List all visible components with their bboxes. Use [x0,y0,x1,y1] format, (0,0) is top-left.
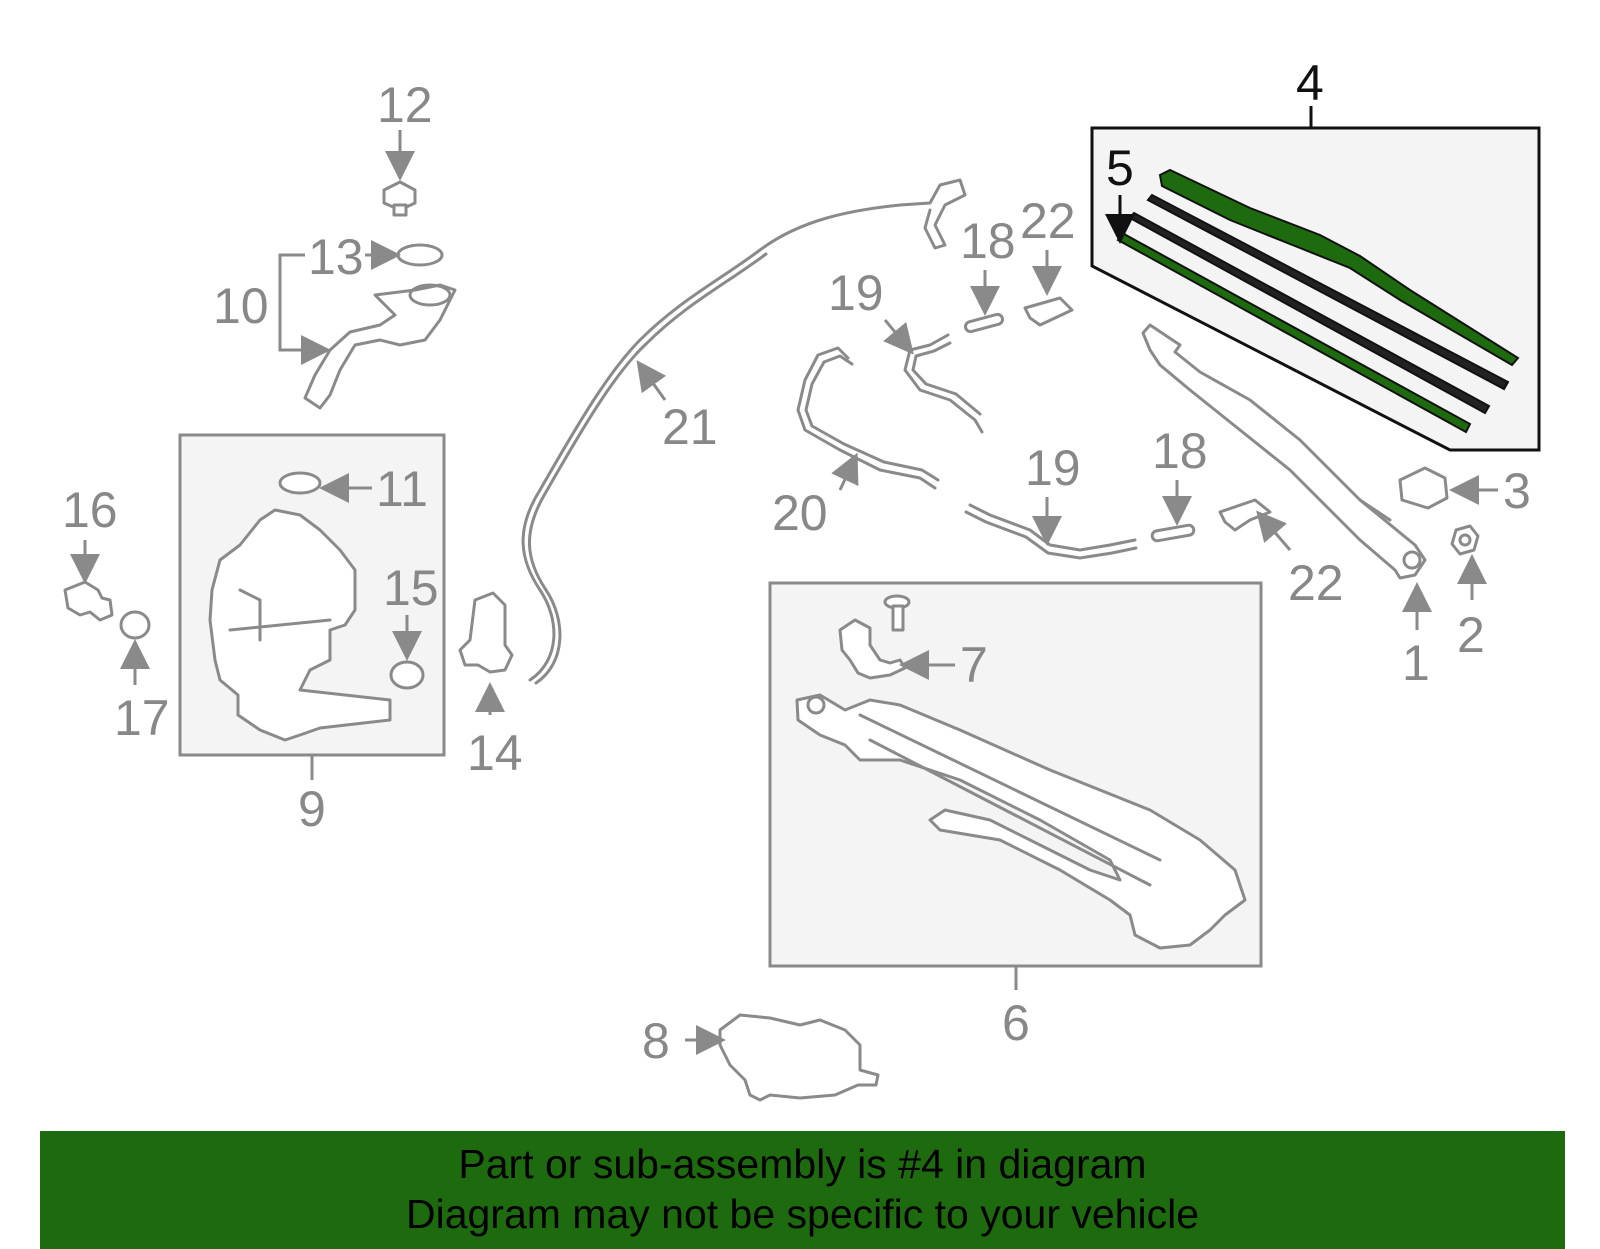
joint-18b[interactable] [1150,523,1196,543]
grommet-15[interactable] [389,660,425,690]
washer-reservoir[interactable] [208,508,392,742]
callout-4: 4 [1296,55,1324,111]
callout-7: 7 [960,637,988,693]
callout-5: 5 [1106,140,1134,196]
callout-6: 6 [1002,995,1030,1051]
callout-16: 16 [62,482,118,538]
banner-line-2: Diagram may not be specific to your vehi… [405,1191,1199,1237]
callout-10: 10 [213,278,269,334]
arm-cap[interactable] [1398,466,1449,510]
callout-1: 1 [1402,635,1430,691]
clip-22b[interactable] [1218,498,1272,532]
blade-rubber-a [1146,193,1510,391]
callout-19-upper: 19 [828,265,884,321]
callout-14: 14 [467,725,523,781]
callout-12: 12 [377,77,433,133]
callout-17: 17 [114,690,170,746]
callout-22-upper: 22 [1020,193,1076,249]
callout-18-lower: 18 [1152,423,1208,479]
wiper-blade-group[interactable] [1090,106,1541,452]
washer-hose-19b[interactable] [968,503,1137,552]
callout-22-lower: 22 [1288,555,1344,611]
washer-hose-main[interactable] [521,178,967,682]
washer-hose-20[interactable] [796,346,937,490]
filler-seal[interactable] [396,243,444,267]
wiper-arm[interactable] [1141,323,1427,580]
callout-18-upper: 18 [960,213,1016,269]
callout-21: 21 [662,399,718,455]
parts-diagram: 1 2 3 4 5 6 7 8 9 10 11 12 13 14 15 16 1… [62,55,1541,1102]
wiper-blade[interactable] [1158,168,1520,367]
callout-13: 13 [308,229,364,285]
callout-3: 3 [1503,463,1531,519]
arm-nut[interactable] [1450,524,1480,556]
callout-labels: 1 2 3 4 5 6 7 8 9 10 11 12 13 14 15 16 1… [62,55,1531,1069]
callout-2: 2 [1457,607,1485,663]
wiper-motor[interactable] [718,1013,880,1102]
washer-pump[interactable] [458,591,514,674]
clip-22a[interactable] [1023,296,1074,327]
sensor-16[interactable] [63,580,114,622]
callout-15: 15 [383,560,439,616]
washer-hose-19a[interactable] [903,333,984,434]
callout-11: 11 [376,461,428,517]
banner-line-1: Part or sub-assembly is #4 in diagram [458,1141,1147,1187]
info-banner: Part or sub-assembly is #4 in diagram Di… [40,1131,1565,1249]
leader-lines [70,130,1498,1055]
callout-19-lower: 19 [1025,440,1081,496]
callout-9: 9 [298,781,326,837]
bolt-12[interactable] [382,180,417,217]
reservoir-seal[interactable] [278,471,322,495]
wiper-linkage[interactable] [795,693,1247,950]
grommet-17[interactable] [119,610,151,640]
callout-20: 20 [772,485,828,541]
joint-18a[interactable] [963,312,1005,334]
callout-8: 8 [642,1013,670,1069]
filler-tube[interactable] [303,283,457,410]
linkage-screw[interactable] [883,594,911,632]
